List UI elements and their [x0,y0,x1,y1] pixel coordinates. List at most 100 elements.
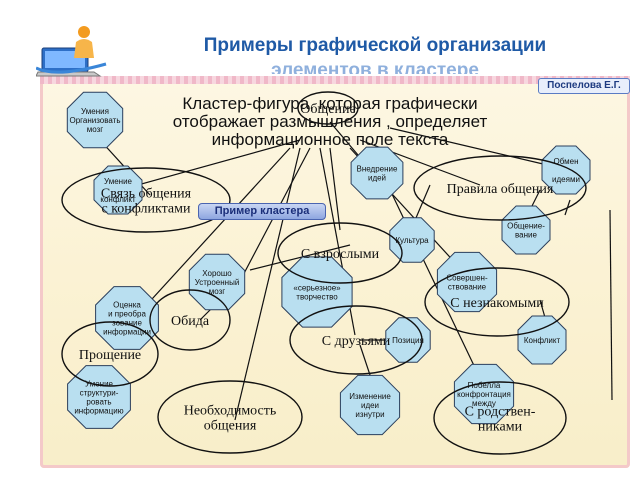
page-title: Примеры графической организации [203,35,547,56]
ellipse-shape [61,321,159,387]
octagon-label: информацию [74,407,123,416]
ellipse-label: общения [204,419,257,434]
octagon-label: Культура [395,236,429,245]
octagon-label: конфронтация [457,390,511,399]
cluster-definition-text: Кластер-фигура, которая графически отобр… [120,95,540,149]
octagon-label: идей [368,174,386,183]
ell-rules: Правила общения [413,155,587,221]
oct-improve: Совершен-ствование [436,251,498,313]
ell-friends: С друзьями [289,305,423,375]
octagon-label: идеи [361,401,379,410]
octagon-label: «серьезное» [293,284,341,293]
ellipse-shape [157,380,303,454]
ellipse-shape [289,305,423,375]
octagon-label: зование [112,319,143,328]
octagon-label: мозг [87,125,104,134]
octagon-label: Умение [104,177,133,186]
octagon-shape [281,256,353,328]
octagon-shape [350,146,404,200]
octagon-shape [339,374,401,436]
definition-line-1: Кластер-фигура, которая графически [182,94,478,113]
oct-exchange: Обмен идеями [541,145,591,195]
oct-communication: Общение-вание [501,205,551,255]
ell-strangers: С незнакомыми [424,267,570,337]
ellipse-label: Общение [300,102,355,117]
panel-decorative-stripe [40,76,630,84]
example-label: Пример кластера [198,203,326,220]
ellipse-shape [413,155,587,221]
octagon-shape [188,253,246,311]
octagon-label: изнутри [355,410,384,419]
octagon-label: Оценка [113,301,141,310]
definition-line-2: отображает размышления , определяет [172,112,488,131]
ellipse-shape [149,289,231,351]
octagon-label: ровать [86,398,111,407]
ellipse-label: Необходимость [184,404,277,419]
oct-position: Позиция [385,317,431,363]
oct-creative: «серьезное»творчество [281,256,353,328]
octagon-label: Хорошо [202,269,232,278]
ellipse-label: С родствен- [465,405,536,420]
octagon-label: Устроенный [195,278,240,287]
octagon-label: Умения [81,107,109,116]
octagon-label: Организовать [69,116,120,125]
octagon-label: творчество [296,293,338,302]
ellipse-label: Правила общения [447,182,554,197]
octagon-shape [436,251,498,313]
ellipse-label: Связь общения [101,187,192,202]
octagon-label: Конфликт [524,336,561,345]
ellipse-label: Прощение [79,348,141,363]
ellipse-shape [61,167,231,233]
ellipse-label: С друзьями [322,334,391,349]
octagon-label: конфликт [100,195,136,204]
octagon-shape [93,165,143,215]
octagon-label: Совершен- [446,274,488,283]
ell-adults: С взрослыми [277,222,403,284]
ellipse-label: С взрослыми [301,247,380,262]
oct-conflict: Конфликт [517,315,567,365]
octagon-shape [389,217,435,263]
ellipse-label: С незнакомыми [450,296,544,311]
octagon-label: Общение- [507,222,545,231]
octagon-label: Внедрение [357,165,398,174]
octagon-label: Позиция [392,336,424,345]
octagon-label: идеями [552,175,580,184]
octagon-label: Побелла [468,381,501,390]
octagon-label: Изменение [349,392,391,401]
octagon-label: ствование [448,283,487,292]
octagon-label: информации [103,328,151,337]
oct-conflict-skill: Умение конфликт [93,165,143,215]
octagon-label: Умение [85,380,114,389]
ell-forgive: Прощение [61,321,159,387]
octagon-label: и преобра [108,310,146,319]
octagon-label: Обмен [554,157,579,166]
author-tag: Поспелова Е.Г. [538,78,630,94]
ell-center: Общение [297,91,359,125]
ellipse-label: с конфликтами [102,202,191,217]
oct-culture: Культура [389,217,435,263]
octagon-shape [517,315,567,365]
ellipse-shape [424,267,570,337]
ellipse-label: Обида [171,314,210,329]
page-subtitle: элементов в кластере [271,60,479,74]
ell-offense: Обида [149,289,231,351]
octagon-shape [66,91,124,149]
octagon-label: структури- [80,389,119,398]
octagon-shape [453,363,515,425]
octagon-label: мозг [209,287,226,296]
ell-relatives: С родствен-никами [433,381,567,455]
octagon-shape [95,286,159,350]
ellipse-shape [297,91,359,125]
octagon-label: между [472,399,496,408]
definition-line-3: информационное поле текста [211,130,449,149]
